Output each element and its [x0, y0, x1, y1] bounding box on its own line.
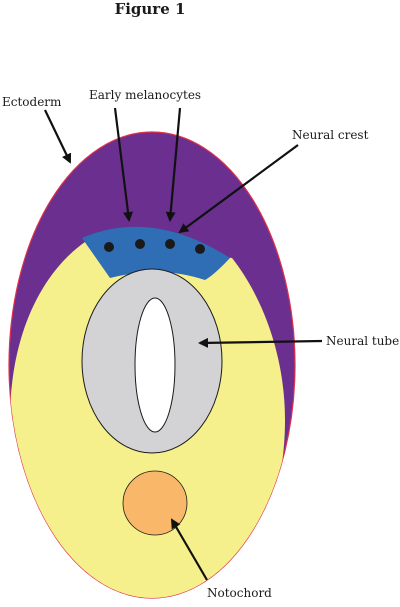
melanocyte-arrow-right [165, 107, 182, 222]
neural-crest-arrow [178, 144, 299, 234]
ectoderm-arrow [44, 109, 72, 164]
notochord [122, 470, 188, 536]
neural-tube-label: Neural tube [326, 334, 399, 348]
early-melanocytes-label: Early melanocytes [89, 88, 201, 102]
figure-title: Figure 1 [115, 0, 186, 18]
neural-tube-lumen [134, 297, 176, 433]
notochord-label: Notochord [207, 586, 272, 600]
melanocyte-dot [135, 239, 145, 249]
ectoderm-label: Ectoderm [2, 95, 62, 109]
melanocyte-arrow-left [113, 107, 133, 222]
melanocyte-dot [195, 244, 205, 254]
neural-tube-arrow [198, 337, 323, 348]
melanocyte-dot [165, 239, 175, 249]
melanocyte-dot [104, 242, 114, 252]
neural-crest-region [82, 226, 230, 280]
notochord-arrow [170, 518, 208, 581]
neural-crest-label: Neural crest [292, 128, 369, 142]
